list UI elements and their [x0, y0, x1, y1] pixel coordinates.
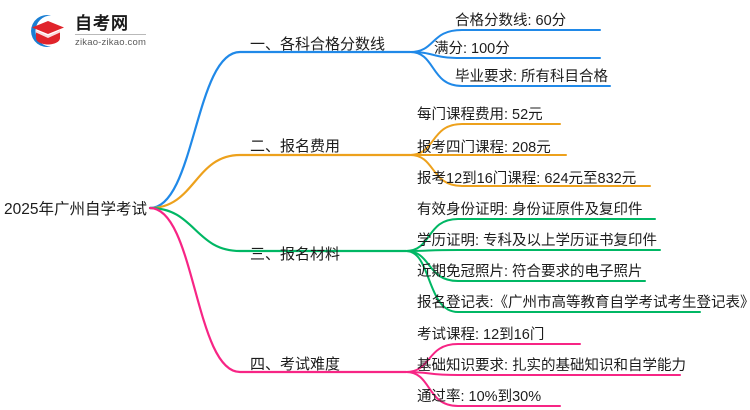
logo-title: 自考网 — [75, 15, 147, 35]
mindmap-root-node[interactable]: 2025年广州自学考试 — [4, 201, 147, 218]
leaf-node-2-3[interactable]: 报考12到16门课程: 624元至832元 — [417, 171, 637, 187]
leaf-node-4-2[interactable]: 基础知识要求: 扎实的基础知识和自学能力 — [417, 358, 687, 374]
leaf-node-3-1[interactable]: 有效身份证明: 身份证原件及复印件 — [417, 202, 643, 218]
branch-node-2[interactable]: 二、报名费用 — [250, 138, 341, 155]
leaf-node-3-3[interactable]: 近期免冠照片: 符合要求的电子照片 — [417, 264, 643, 280]
leaf-node-4-3[interactable]: 通过率: 10%到30% — [417, 389, 542, 405]
branch-node-4[interactable]: 四、考试难度 — [250, 356, 341, 373]
leaf-node-2-1[interactable]: 每门课程费用: 52元 — [417, 107, 543, 123]
leaf-node-4-1[interactable]: 考试课程: 12到16门 — [417, 327, 545, 343]
leaf-node-2-2[interactable]: 报考四门课程: 208元 — [417, 140, 551, 156]
leaf-node-3-2[interactable]: 学历证明: 专科及以上学历证书复印件 — [417, 233, 658, 249]
branch-node-1[interactable]: 一、各科合格分数线 — [250, 36, 386, 53]
leaf-node-1-2[interactable]: 满分: 100分 — [434, 41, 510, 57]
site-logo: 自考网 zikao-zikao.com — [24, 8, 184, 54]
leaf-node-1-1[interactable]: 合格分数线: 60分 — [455, 13, 567, 29]
leaf-node-1-3[interactable]: 毕业要求: 所有科目合格 — [455, 69, 609, 85]
leaf-node-3-4[interactable]: 报名登记表:《广州市高等教育自学考试考生登记表》 — [417, 295, 750, 311]
graduation-cap-logo-icon — [24, 11, 68, 51]
logo-subtitle: zikao-zikao.com — [75, 36, 147, 48]
branch-node-3[interactable]: 三、报名材料 — [250, 246, 341, 263]
